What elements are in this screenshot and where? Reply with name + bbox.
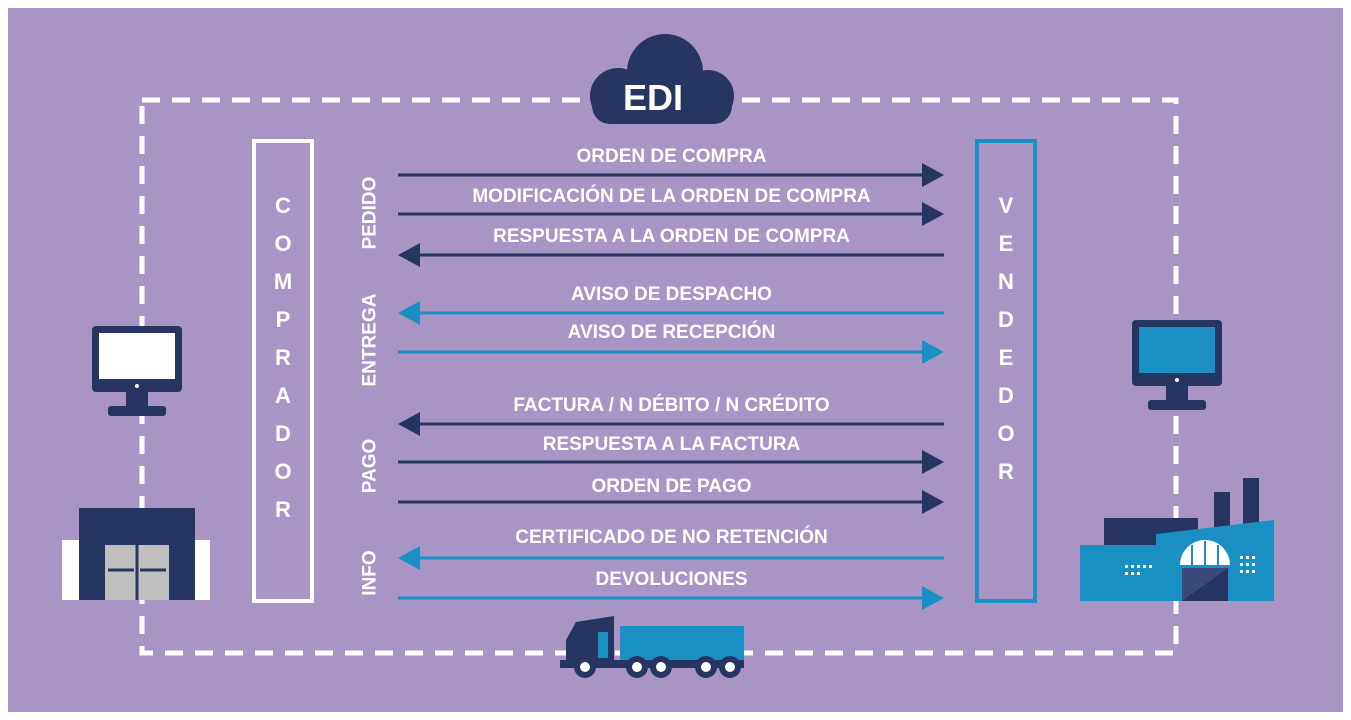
buyer-letter: O [274,459,292,484]
group-label-pago: PAGO [359,438,381,494]
buyer-letter: P [275,307,291,332]
buyer-letter: M [273,269,293,294]
buyer-letter: R [275,345,291,370]
message-arrow-left [398,243,944,267]
message-arrow-right [398,450,944,474]
message-arrow-left [398,546,944,570]
seller-letter: V [998,193,1014,218]
seller-letter: E [998,345,1014,370]
buyer-letter: D [275,421,291,446]
store-icon [62,508,210,600]
message-label: CERTIFICADO DE NO RETENCIÓN [515,527,828,548]
buyer-letter: A [275,383,291,408]
truck-icon [560,616,744,678]
seller-letter: E [998,231,1014,256]
seller-letter: N [998,269,1014,294]
seller-letter: D [998,307,1014,332]
message-label: RESPUESTA A LA ORDEN DE COMPRA [493,226,850,247]
group-label-pedido: PEDIDO [359,176,381,250]
seller-letter: O [997,421,1015,446]
edi-label: EDI [623,77,684,118]
message-arrow-right [398,163,944,187]
group-label-entrega: ENTREGA [359,293,381,387]
message-arrow-right [398,202,944,226]
message-arrow-left [398,301,944,325]
buyer-computer-icon [92,326,182,416]
message-arrow-right [398,490,944,514]
group-label-info: INFO [359,550,381,596]
message-label: FACTURA / N DÉBITO / N CRÉDITO [513,395,830,416]
message-arrow-left [398,412,944,436]
seller-letter: R [998,459,1014,484]
message-label: ORDEN DE COMPRA [576,146,767,167]
message-label: ORDEN DE PAGO [591,476,752,497]
message-label: AVISO DE DESPACHO [571,284,772,305]
seller-letter: D [998,383,1014,408]
buyer-letter: C [275,193,291,218]
message-label: RESPUESTA A LA FACTURA [542,434,801,455]
seller-box [975,139,1037,603]
message-arrow-right [398,586,944,610]
buyer-letter: R [275,497,291,522]
message-label: AVISO DE RECEPCIÓN [567,322,776,343]
cloud-icon [590,34,734,124]
message-label: DEVOLUCIONES [595,569,748,590]
message-label: MODIFICACIÓN DE LA ORDEN DE COMPRA [472,186,871,207]
message-arrow-right [398,340,944,364]
factory-icon [1080,478,1274,601]
buyer-letter: O [274,231,292,256]
message-arrows [398,163,944,610]
seller-computer-icon [1132,320,1222,410]
buyer-box [252,139,314,603]
